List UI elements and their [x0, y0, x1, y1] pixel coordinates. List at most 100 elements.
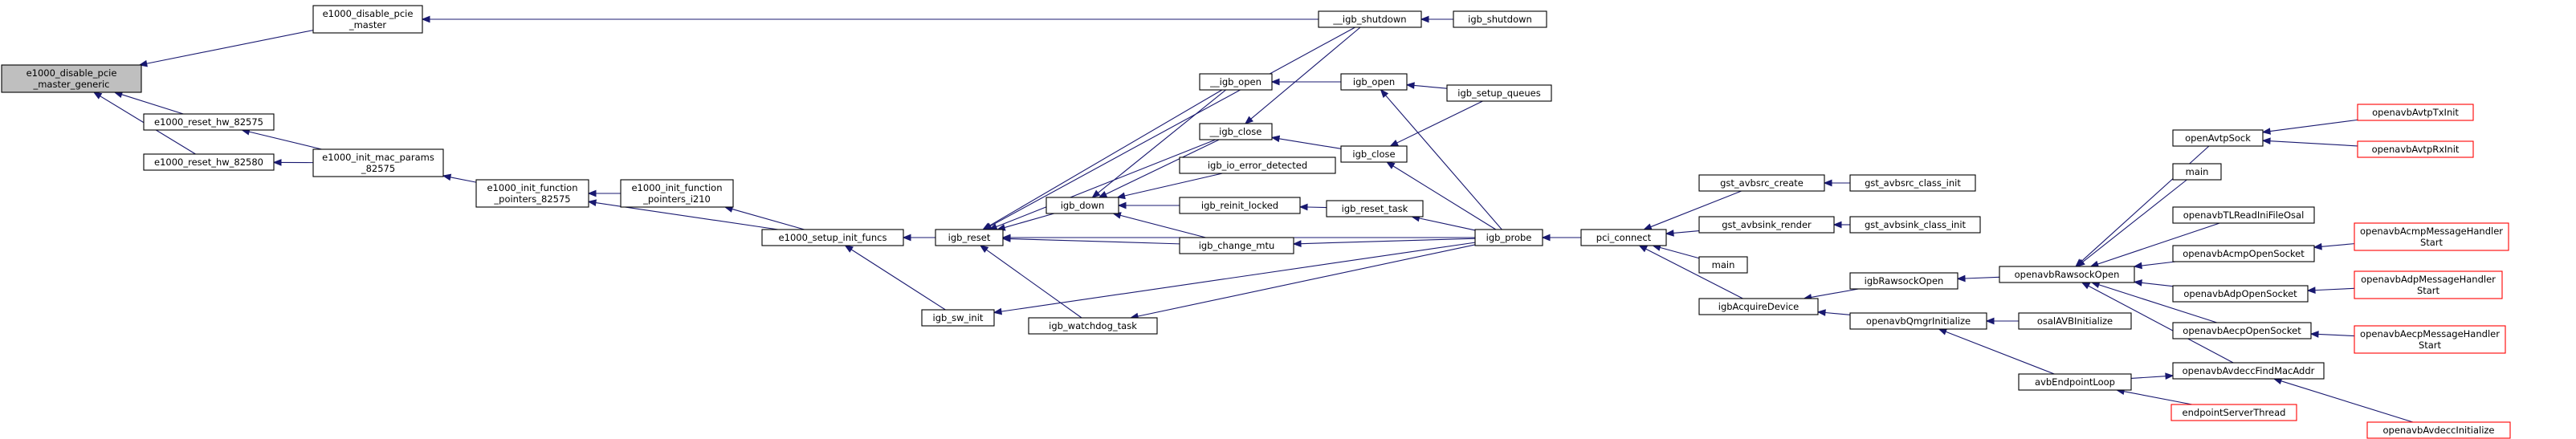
arrowhead-sq-to-open — [1405, 82, 1415, 89]
node-label-est-0: endpointServerThread — [2183, 407, 2286, 418]
node-label-epl-0: avbEndpointLoop — [2035, 376, 2115, 388]
node-label-rso-0: openavbRawsockOpen — [2015, 269, 2120, 280]
node-open[interactable]: igb_open — [1340, 73, 1408, 91]
node-label-sq-0: igb_setup_queues — [1457, 87, 1540, 99]
node-imp[interactable]: e1000_init_mac_params_82575 — [312, 148, 444, 177]
edge-dpm-to-root — [146, 30, 314, 64]
node-box-wdt — [1028, 317, 1158, 335]
node-gsink[interactable]: gst_avbsink_render — [1698, 216, 1835, 234]
node-ioerr[interactable]: igb_io_error_detected — [1179, 156, 1336, 174]
node-fmac[interactable]: openavbAvdeccFindMacAddr — [2172, 362, 2325, 380]
node-adp[interactable]: openavbAdpOpenSocket — [2172, 285, 2309, 303]
node-box-rx — [2357, 140, 2474, 158]
node-ush[interactable]: __igb_shutdown — [1318, 10, 1422, 28]
node-acq[interactable]: igbAcquireDevice — [1698, 298, 1819, 315]
edge-gsrc-to-pci — [1650, 190, 1742, 228]
node-swinit[interactable]: igb_sw_init — [921, 309, 995, 327]
arrowhead-gsinki-to-gsink — [1832, 221, 1842, 229]
node-box-rtask — [1326, 200, 1424, 217]
node-label-mtu-0: igb_change_mtu — [1199, 240, 1275, 251]
node-gsinki[interactable]: gst_avbsink_class_init — [1849, 216, 1981, 234]
arrowhead-rh580-to-root — [92, 91, 103, 100]
node-down[interactable]: igb_down — [1045, 197, 1119, 214]
node-label-adph-1: Start — [2417, 285, 2440, 296]
node-label-pci-0: pci_connect — [1596, 232, 1652, 243]
arrowhead-sq-to-close — [1389, 139, 1399, 147]
node-sq[interactable]: igb_setup_queues — [1446, 84, 1552, 102]
edge-ush-to-uclose — [1250, 26, 1361, 120]
node-sh[interactable]: igb_shutdown — [1453, 10, 1547, 28]
node-label-rh575-0: e1000_reset_hw_82575 — [154, 116, 263, 128]
arrowhead-reinit-to-down — [1117, 201, 1127, 209]
arrowhead-probe-to-close — [1386, 161, 1396, 169]
node-box-mtu — [1179, 237, 1294, 254]
node-box-rh575 — [143, 113, 275, 131]
node-dpm[interactable]: e1000_disable_pcie_master — [312, 5, 423, 34]
node-label-acmph-0: openavbAcmpMessageHandler — [2360, 226, 2503, 237]
node-label-reinit-0: igb_reinit_locked — [1201, 200, 1278, 211]
node-uclose[interactable]: __igb_close — [1199, 123, 1273, 140]
node-qmgr[interactable]: openavbQmgrInitialize — [1849, 312, 1987, 330]
node-est[interactable]: endpointServerThread — [2170, 404, 2297, 421]
node-box-adph — [2354, 270, 2503, 299]
node-avdi[interactable]: openavbAvdeccInitialize — [2366, 421, 2511, 439]
node-rso[interactable]: openavbRawsockOpen — [1999, 266, 2135, 283]
node-box-down — [1045, 197, 1119, 214]
node-root: e1000_disable_pcie_master_generic — [1, 64, 142, 93]
arrowhead-sh-to-ush — [1420, 15, 1429, 23]
node-aecp[interactable]: openavbAecpOpenSocket — [2172, 322, 2312, 339]
node-epl[interactable]: avbEndpointLoop — [2018, 373, 2132, 391]
node-label-adph-0: openavbAdpMessageHandler — [2361, 274, 2496, 285]
arrowhead-rtask-to-reinit — [1298, 203, 1308, 211]
node-ifp575[interactable]: e1000_init_function_pointers_82575 — [475, 179, 589, 208]
node-label-ifp575-0: e1000_init_function — [487, 182, 577, 193]
node-label-root-0: e1000_disable_pcie — [26, 67, 117, 79]
arrowhead-tx-to-avtp — [2261, 128, 2271, 135]
node-ifp210[interactable]: e1000_init_function_pointers_i210 — [620, 179, 734, 208]
node-probe[interactable]: igb_probe — [1474, 229, 1543, 246]
node-pci[interactable]: pci_connect — [1580, 229, 1667, 246]
edge-rh575-to-root — [121, 94, 184, 115]
node-reset[interactable]: igb_reset — [935, 229, 1004, 246]
arrowhead-reset-to-sif — [902, 234, 911, 242]
node-wdt[interactable]: igb_watchdog_task — [1028, 317, 1158, 335]
node-label-aecph-1: Start — [2419, 339, 2442, 351]
node-gsrc[interactable]: gst_avbsrc_create — [1698, 174, 1825, 192]
edge-probe-to-open — [1385, 95, 1502, 230]
node-box-sh — [1453, 10, 1547, 28]
node-main2[interactable]: main — [2172, 163, 2222, 181]
edge-avdi-to-fmac — [2280, 380, 2414, 423]
node-osal[interactable]: osalAVBInitialize — [2018, 312, 2132, 330]
arrowhead-wdt-to-reset — [979, 245, 989, 254]
node-label-swinit-0: igb_sw_init — [933, 312, 984, 323]
node-rtask[interactable]: igb_reset_task — [1326, 200, 1424, 217]
edge-uopen-to-reset — [988, 89, 1223, 226]
node-close[interactable]: igb_close — [1340, 145, 1408, 163]
node-reinit[interactable]: igb_reinit_locked — [1179, 197, 1301, 214]
node-tx[interactable]: openavbAvtpTxInit — [2357, 104, 2474, 121]
node-label-tx-0: openavbAvtpTxInit — [2372, 107, 2459, 118]
node-mtu[interactable]: igb_change_mtu — [1179, 237, 1294, 254]
arrowhead-aecph-to-aecp — [2309, 331, 2319, 338]
arrowhead-fmac-to-rso — [2081, 282, 2091, 290]
node-gsrci[interactable]: gst_avbsrc_class_init — [1849, 174, 1976, 192]
node-main1[interactable]: main — [1698, 256, 1748, 274]
node-box-acmp — [2172, 245, 2315, 262]
node-label-ioerr-0: igb_io_error_detected — [1208, 160, 1307, 171]
node-rh580[interactable]: e1000_reset_hw_82580 — [143, 153, 275, 171]
node-acmp[interactable]: openavbAcmpOpenSocket — [2172, 245, 2315, 262]
node-uopen[interactable]: __igb_open — [1199, 73, 1273, 91]
node-box-gsinki — [1849, 216, 1981, 234]
node-raw[interactable]: igbRawsockOpen — [1849, 272, 1958, 290]
node-tl[interactable]: openavbTLReadIniFileOsal — [2172, 206, 2315, 224]
node-label-osal-0: osalAVBInitialize — [2037, 315, 2113, 327]
node-box-open — [1340, 73, 1408, 91]
edge-main2-to-rso — [2082, 179, 2187, 262]
node-rh575[interactable]: e1000_reset_hw_82575 — [143, 113, 275, 131]
node-rx[interactable]: openavbAvtpRxInit — [2357, 140, 2474, 158]
node-avtp[interactable]: openAvtpSock — [2172, 129, 2264, 147]
node-sif[interactable]: e1000_setup_init_funcs — [761, 229, 904, 246]
